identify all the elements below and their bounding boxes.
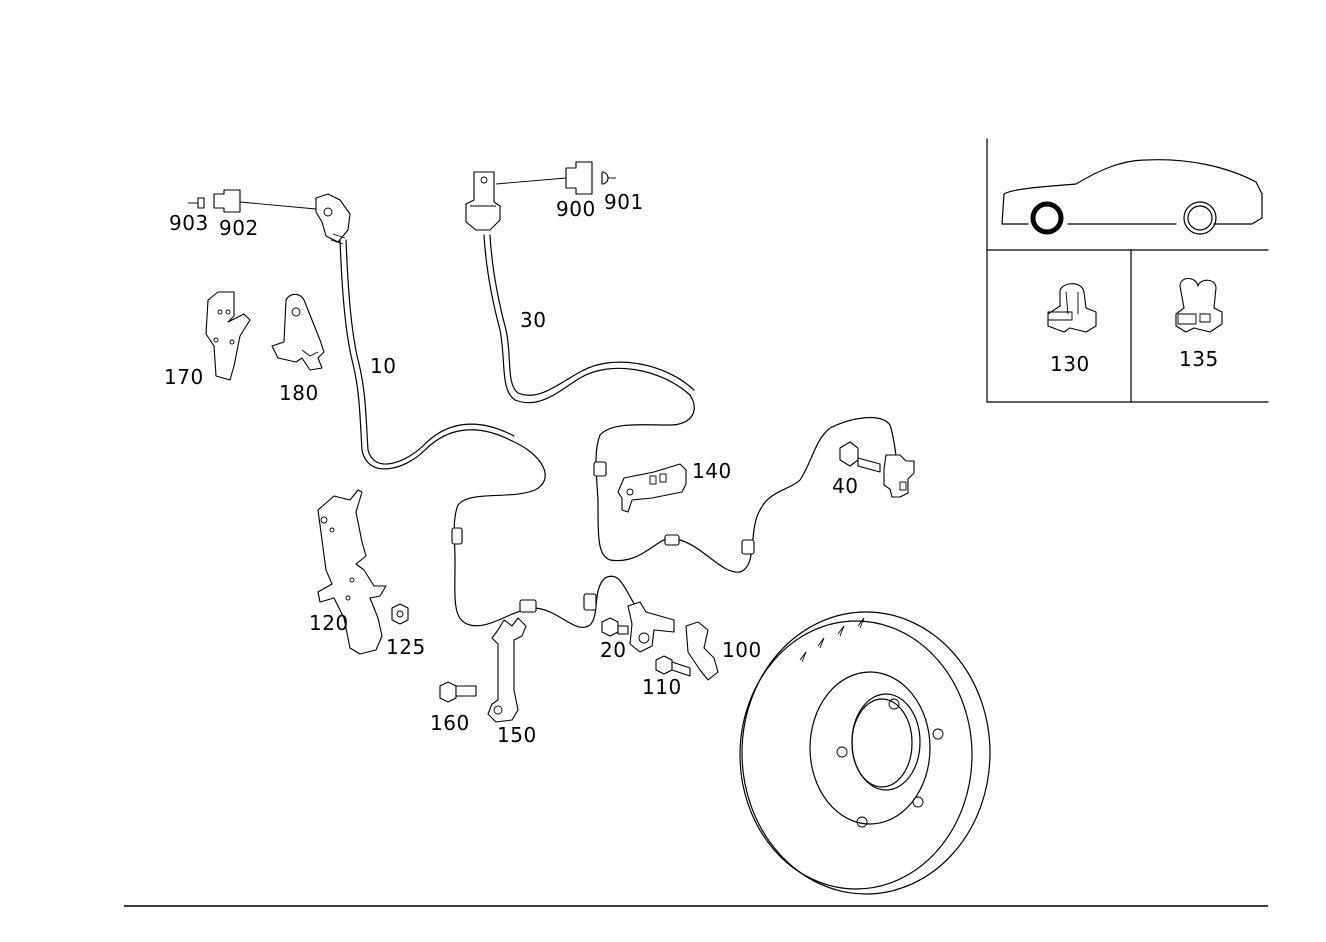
label-160: 160 [430,711,470,735]
cap-903[interactable] [188,197,205,209]
sensor-100[interactable] [627,601,719,681]
bolt-110[interactable] [655,655,691,677]
label-150: 150 [497,723,537,747]
bracket-180[interactable] [271,293,325,371]
label-901: 901 [604,190,644,214]
sensor-plug-10[interactable] [315,193,351,245]
label-180: 180 [279,381,319,405]
label-130: 130 [1050,352,1090,376]
clip-135[interactable] [1175,277,1223,333]
grommet [451,461,755,613]
label-125: 125 [386,635,426,659]
clip-130[interactable] [1047,283,1097,333]
bolt-160[interactable] [439,681,477,703]
sensor-cable-30[interactable] [483,234,899,573]
label-120: 120 [309,611,349,635]
label-20: 20 [600,638,627,662]
inset-panel [986,138,1269,403]
label-170: 170 [164,365,204,389]
bracket-150[interactable] [487,617,527,723]
bolt-20[interactable] [601,617,629,637]
sensor-plug-30[interactable] [465,171,501,231]
label-902: 902 [219,216,259,240]
sensor-cable-10[interactable] [339,239,636,628]
connector-902[interactable] [213,189,317,213]
label-140: 140 [692,459,732,483]
clip-140[interactable] [617,463,687,513]
label-40: 40 [832,474,859,498]
label-903: 903 [169,211,209,235]
sensor-40[interactable] [883,454,915,498]
label-135: 135 [1179,347,1219,371]
car-silhouette [1001,159,1263,235]
bracket-120[interactable] [317,489,387,655]
connector-900[interactable] [495,161,593,195]
label-30: 30 [520,308,547,332]
bolt-40[interactable] [839,441,881,473]
brake-disc [739,611,991,895]
label-900: 900 [556,197,596,221]
cap-901[interactable] [601,171,616,185]
nut-125[interactable] [391,603,409,625]
label-10: 10 [370,354,397,378]
front-left-wheel-highlight [1030,201,1064,235]
bracket-170[interactable] [205,291,251,381]
label-110: 110 [642,675,682,699]
label-100: 100 [722,638,762,662]
